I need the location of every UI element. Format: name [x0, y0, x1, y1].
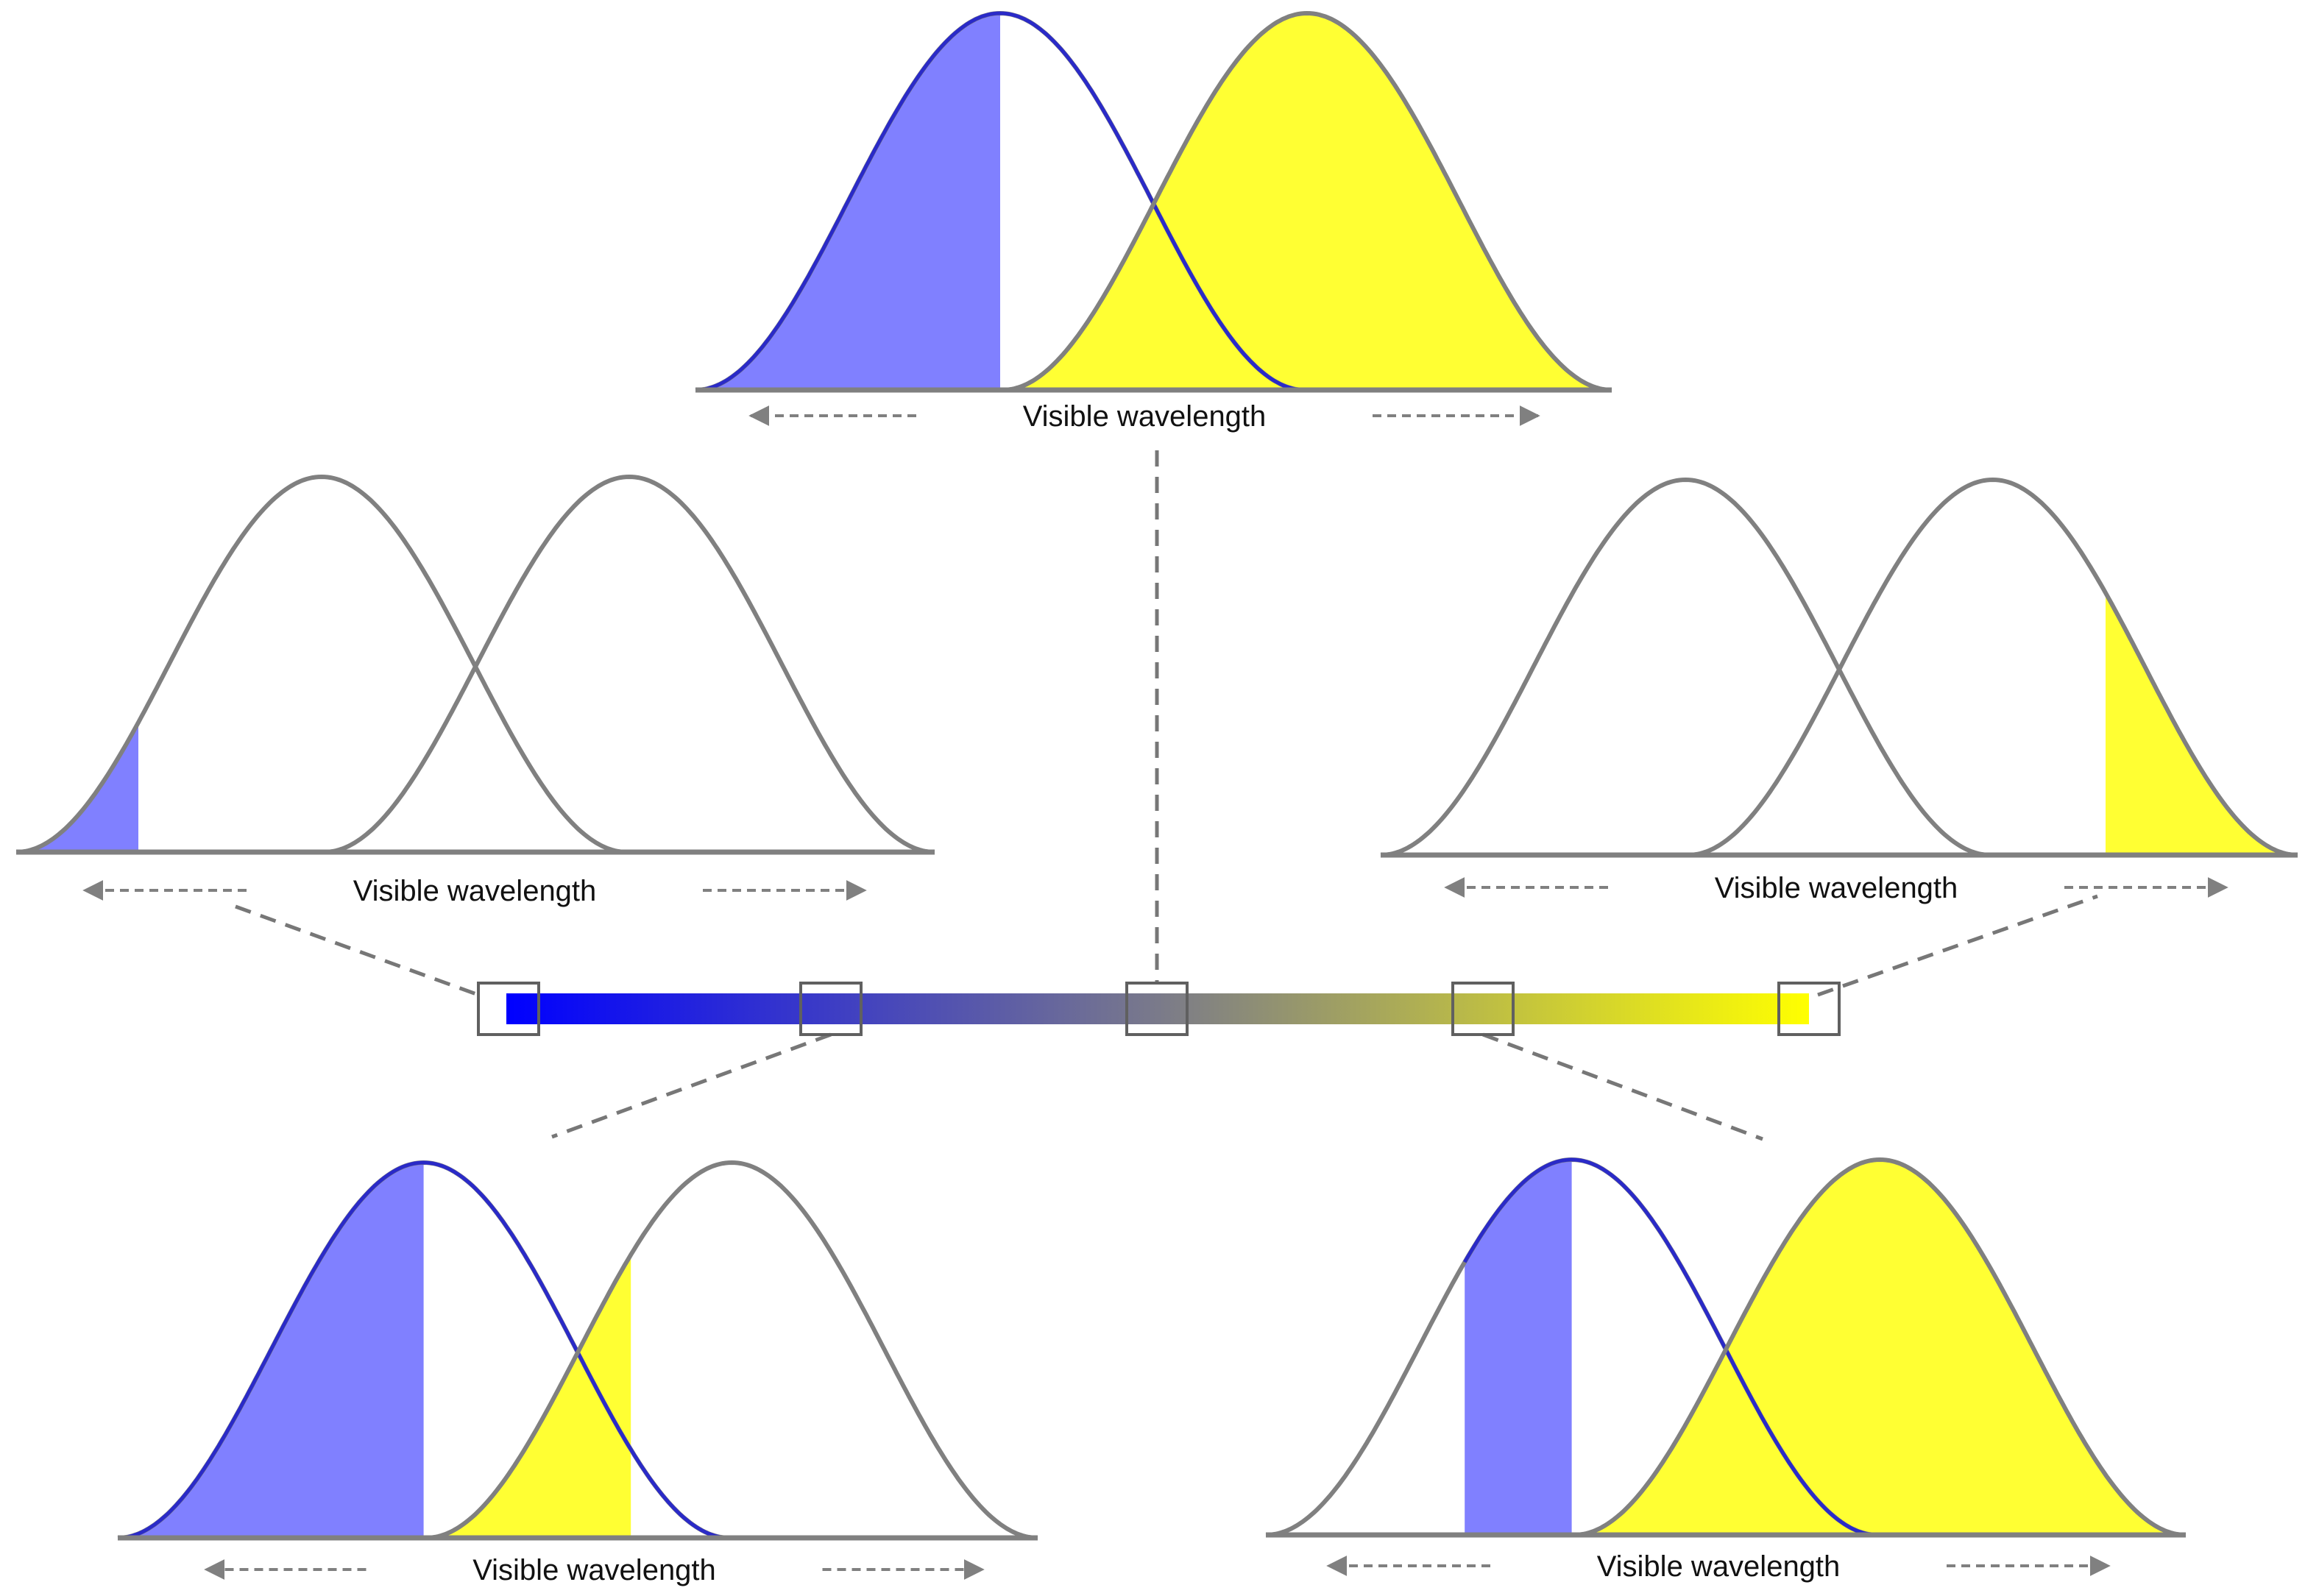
panel-mid-right: Visible wavelength	[1380, 477, 2298, 904]
yellow-fill-region	[1002, 13, 1612, 390]
axis-label: Visible wavelength	[1715, 872, 1958, 904]
marker-center	[1125, 982, 1189, 1036]
yellow-sensitivity-curve	[324, 474, 935, 854]
blue-curve-highlight	[1463, 1157, 1878, 1537]
connector-right-mid	[1817, 894, 2098, 997]
axis-label: Visible wavelength	[353, 875, 597, 907]
yellow-sensitivity-curve	[1573, 1157, 2187, 1537]
spectrum-gradient	[506, 993, 1809, 1024]
connector-left-bottom	[551, 1032, 832, 1139]
spectrum-bar	[477, 982, 1841, 1036]
blue-curve-highlight	[695, 11, 1305, 392]
yellow-sensitivity-curve	[1002, 10, 1612, 392]
panel-bottom-left: Visible wavelength	[117, 1160, 1038, 1586]
blue-curve-highlight	[117, 1160, 730, 1540]
spectrum-markers	[477, 982, 1841, 1036]
yellow-sensitivity-curve	[425, 1160, 1038, 1540]
panel-bottom-right: Visible wavelength	[1265, 1157, 2187, 1583]
panel-mid-left: Visible wavelength	[15, 474, 935, 907]
connector-left-mid	[235, 904, 479, 997]
marker-blue-mid	[799, 982, 863, 1036]
axis-label: Visible wavelength	[472, 1554, 716, 1586]
connector-right-bottom	[1482, 1032, 1763, 1141]
yellow-fill-region	[1573, 1160, 2186, 1535]
blue-sensitivity-curve	[15, 474, 627, 854]
marker-yellow-end	[1777, 982, 1841, 1036]
panel-top-center: Visible wavelength	[695, 10, 1612, 433]
axis-label: Visible wavelength	[1023, 400, 1267, 433]
blue-fill-region	[16, 722, 138, 852]
yellow-fill-region	[425, 1255, 631, 1538]
blue-sensitivity-curve	[1380, 477, 1991, 857]
marker-blue-end	[477, 982, 540, 1036]
connector-lines	[235, 450, 2098, 1141]
yellow-sensitivity-curve	[1688, 477, 2298, 857]
blue-fill-region	[1465, 1160, 1572, 1535]
yellow-fill-region	[2106, 592, 2298, 855]
marker-yellow-mid	[1451, 982, 1515, 1036]
axis-label: Visible wavelength	[1597, 1550, 1841, 1583]
